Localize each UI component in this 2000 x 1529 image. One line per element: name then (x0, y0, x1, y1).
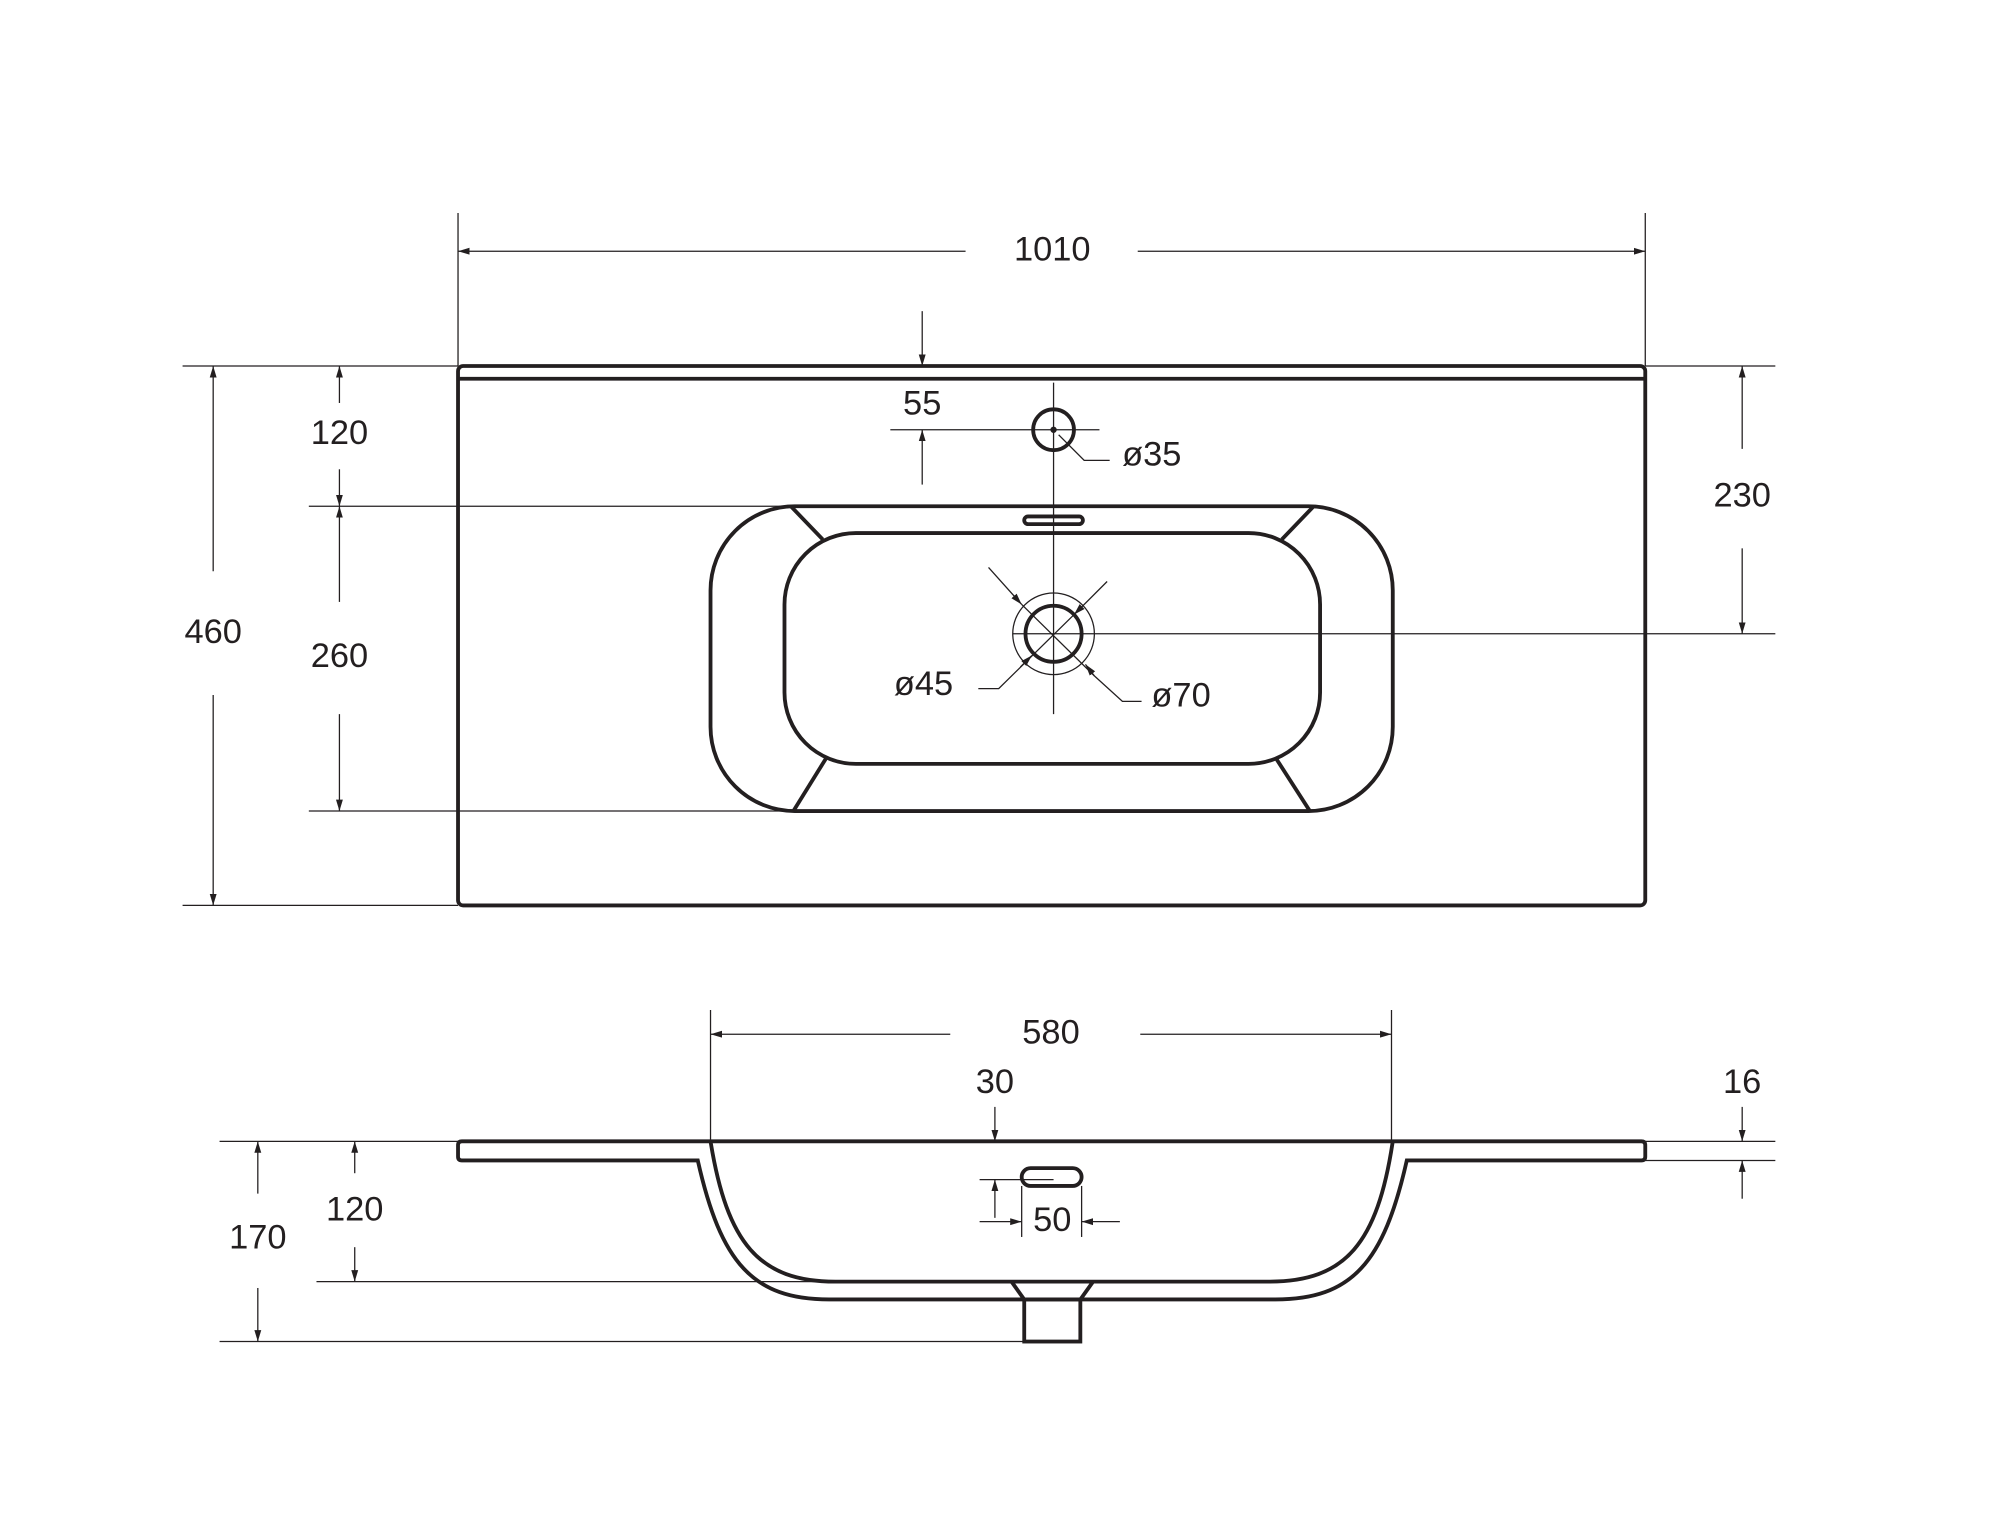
dim-bowl-depth: 260 (311, 637, 368, 675)
dim-overflow-offset: 30 (976, 1063, 1014, 1101)
dim-overall-depth: 460 (184, 613, 241, 651)
dim-overflow-width: 50 (1033, 1201, 1071, 1239)
dim-drain-inner-diameter: ø45 (894, 665, 953, 703)
dim-front-to-drain: 230 (1713, 476, 1770, 514)
dim-tap-hole-diameter: ø35 (1122, 436, 1181, 474)
dim-drain-outer-diameter: ø70 (1151, 677, 1210, 715)
dim-bowl-height: 120 (326, 1191, 383, 1229)
dim-front-to-bowl: 120 (311, 414, 368, 452)
overflow-opening (1019, 1166, 1084, 1188)
bowl-edge-lines (789, 504, 1316, 813)
top-view: 1010 460 120 260 230 55 ø35 ø45 ø70 (182, 212, 1776, 908)
side-view: 580 30 16 170 120 50 (219, 1009, 1776, 1344)
bowl-inner (782, 531, 1322, 766)
dim-slab-thickness: 16 (1723, 1063, 1761, 1101)
dim-overall-width: 1010 (1014, 230, 1091, 268)
dim-bowl-width: 580 (1022, 1013, 1079, 1051)
countertop-outline (456, 364, 1648, 908)
side-profile-inner (708, 1141, 1395, 1284)
bowl-outer (708, 504, 1395, 813)
dim-total-height: 170 (229, 1219, 286, 1257)
drain-pipe (1022, 1297, 1083, 1344)
dim-tap-hole-offset: 55 (903, 385, 941, 423)
